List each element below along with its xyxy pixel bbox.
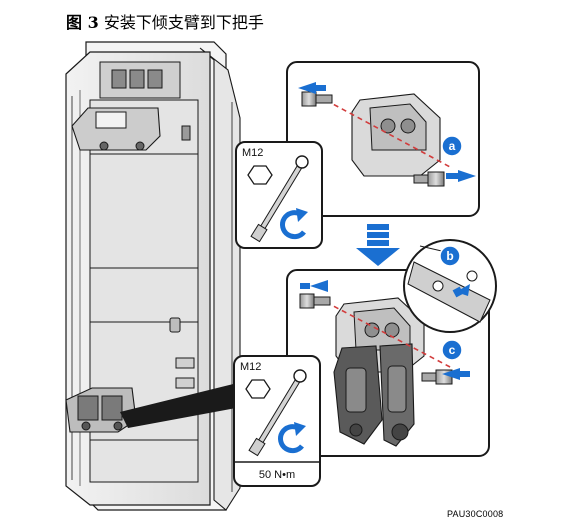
detail-panel-top: a (286, 61, 480, 217)
tool-panel-bottom: M12 50 N•m (233, 355, 321, 487)
arrow-right-icon (458, 170, 476, 182)
figure-title: 安装下倾支臂到下把手 (103, 13, 264, 32)
bolt-right-top (413, 171, 445, 187)
step-badge-b (439, 245, 461, 267)
rotate-clockwise-icon (280, 208, 308, 240)
bolt-left-top (301, 91, 333, 107)
step-label-c: c (449, 343, 456, 357)
bolt-left-bottom (299, 293, 331, 309)
device-body (65, 41, 241, 511)
zoom-callout-b: b (403, 239, 497, 333)
step-badge-a (441, 135, 463, 157)
torque-value: 50 N•m (259, 469, 295, 481)
figure-caption: 图 3 安装下倾支臂到下把手 (66, 9, 264, 33)
arrow-right-icon (310, 280, 328, 292)
arrow-left-icon (298, 82, 316, 94)
figure-code: PAU30C0008 (447, 509, 504, 519)
wrench-size-top: M12 (242, 147, 263, 159)
figure-number: 图 3 (66, 13, 99, 32)
wrench-icon (248, 369, 307, 457)
rotate-clockwise-icon (278, 422, 306, 454)
wrench-size-bottom: M12 (240, 361, 261, 373)
tool-panel-top: M12 (235, 141, 323, 249)
step-down-arrow-icon (356, 224, 400, 266)
step-badge-c (441, 339, 463, 361)
step-label-a: a (449, 139, 456, 153)
arrow-left-icon (442, 368, 460, 380)
wrench-icon (250, 155, 309, 243)
hex-nut-icon (247, 165, 273, 185)
hex-nut-icon (245, 379, 271, 399)
step-label-b: b (446, 249, 453, 263)
